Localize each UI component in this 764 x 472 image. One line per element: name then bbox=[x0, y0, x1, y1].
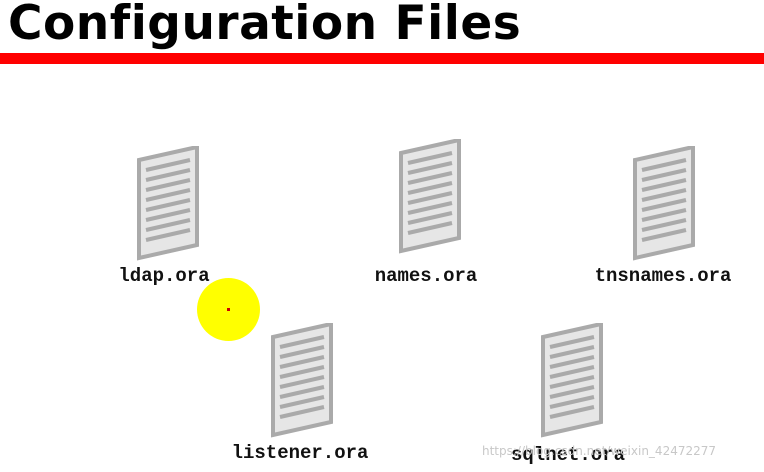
file-label-ldap: ldap.ora bbox=[118, 265, 210, 287]
file-label-names: names.ora bbox=[374, 265, 478, 287]
document-icon bbox=[399, 139, 461, 254]
file-label-listener: listener.ora bbox=[231, 442, 369, 464]
file-label-tnsnames: tnsnames.ora bbox=[594, 265, 732, 287]
document-icon bbox=[271, 323, 333, 438]
title-divider bbox=[0, 53, 764, 64]
watermark: https://blog.csdn.net/weixin_42472277 bbox=[482, 444, 717, 458]
document-icon bbox=[633, 146, 695, 261]
cursor-dot bbox=[227, 308, 230, 311]
file-label-sqlnet: sqlnet.ora bbox=[510, 444, 626, 466]
slide-title: Configuration Files bbox=[8, 0, 522, 51]
document-icon bbox=[137, 146, 199, 261]
document-icon bbox=[541, 323, 603, 438]
cursor-highlight bbox=[197, 278, 260, 341]
